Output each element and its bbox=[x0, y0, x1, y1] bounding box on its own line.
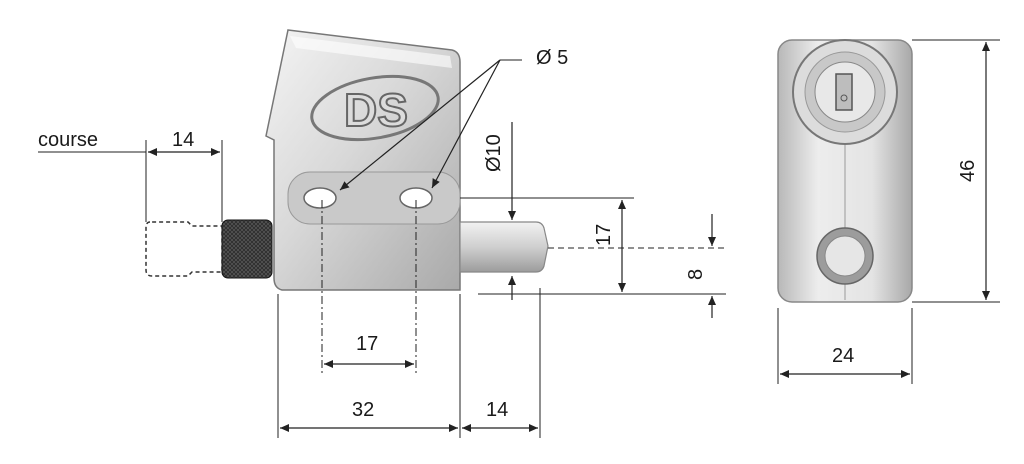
side-view: DS bbox=[145, 29, 549, 291]
lock-body bbox=[265, 29, 461, 291]
knob-extended-outline bbox=[145, 221, 223, 277]
locking-pin bbox=[459, 221, 549, 273]
course-label: course bbox=[38, 129, 98, 151]
hole-spacing-dimension: 17 bbox=[356, 333, 378, 355]
svg-text:DS: DS bbox=[344, 84, 408, 136]
front-dimensions: 46 24 bbox=[777, 39, 1000, 384]
body-width-dimension: 32 bbox=[352, 399, 374, 421]
front-height-dimension: 46 bbox=[957, 160, 979, 182]
side-dimensions: course 14 Ø 5 Ø10 17 8 17 32 bbox=[38, 47, 726, 438]
knurled-knob bbox=[221, 219, 273, 279]
mounting-hole-left bbox=[303, 187, 337, 209]
course-dimension: 14 bbox=[172, 129, 194, 151]
pin-length-dimension: 14 bbox=[486, 399, 508, 421]
body-bevel bbox=[290, 36, 452, 68]
ds-logo: DS bbox=[310, 74, 440, 142]
pin-diameter-label: Ø10 bbox=[483, 134, 505, 172]
pin-offset-dimension: 8 bbox=[685, 269, 707, 280]
front-view bbox=[777, 39, 913, 303]
pin-height-dimension: 17 bbox=[593, 224, 615, 246]
hole-diameter-label: Ø 5 bbox=[536, 47, 568, 69]
front-width-dimension: 24 bbox=[832, 345, 854, 367]
keyway bbox=[835, 73, 853, 111]
